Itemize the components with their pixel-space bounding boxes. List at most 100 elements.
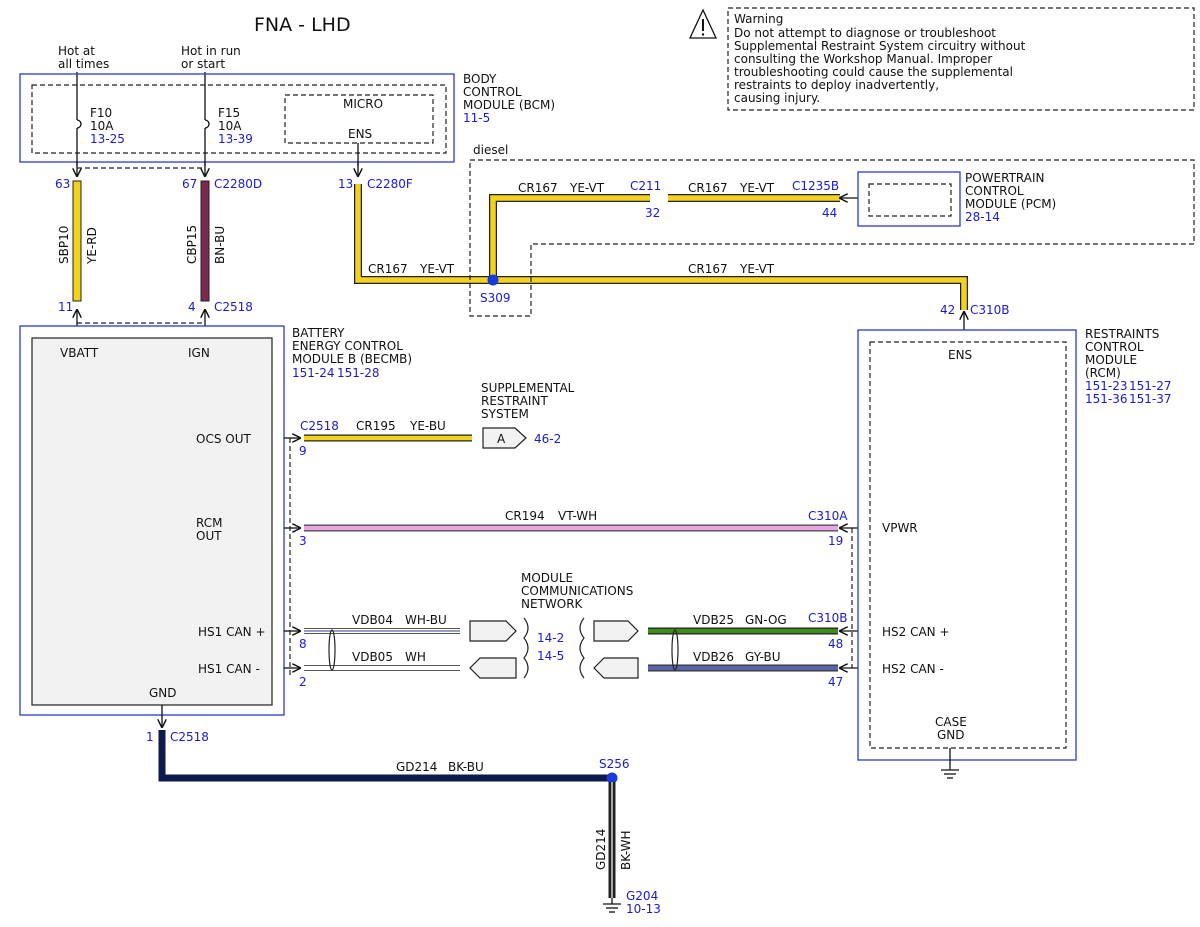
pin-label: OUT	[196, 529, 222, 543]
wire-circuit: SBP10	[57, 226, 71, 264]
wire-circuit: CR167	[688, 181, 728, 195]
bcm-name: BODY	[463, 72, 497, 86]
pcm-ref-link[interactable]: 28-14	[965, 210, 1000, 224]
case-ground-icon	[941, 748, 959, 779]
ground-ref-link[interactable]: 10-13	[626, 902, 661, 916]
wire-circuit: GD214	[594, 829, 608, 870]
pcm-name: MODULE (PCM)	[965, 197, 1056, 211]
pcm-name: POWERTRAIN	[965, 171, 1045, 185]
mcn-ref-link[interactable]: 14-5	[537, 649, 564, 663]
fuse-ref-link[interactable]: 13-25	[90, 132, 125, 146]
pin-number: 67	[182, 177, 197, 191]
network-connector-symbol	[593, 620, 639, 642]
pin-number: 44	[822, 206, 837, 220]
warning-icon	[688, 8, 718, 39]
wire-color: BK-BU	[448, 760, 484, 774]
ground-name: G204	[626, 889, 658, 903]
warning-heading: Warning	[734, 12, 783, 26]
pin-label: GND	[149, 686, 177, 700]
pin-number: 19	[828, 534, 843, 548]
pin-label: HS2 CAN +	[882, 625, 950, 639]
wire-circuit: GD214	[396, 760, 437, 774]
hot-in-run-label: Hot in run	[181, 44, 241, 58]
mcn-name: COMMUNICATIONS	[521, 584, 633, 598]
wire-cr167: CR167 YE-VT CR167 YE-VT CR167 YE-VT CR16…	[354, 181, 968, 310]
rcm-ref-link[interactable]: 151-36	[1085, 392, 1128, 406]
becmb-name: BATTERY	[292, 326, 345, 340]
bcm-ens-label: ENS	[348, 127, 372, 141]
fuse-amps: 10A	[218, 119, 242, 133]
wire-color: YE-VT	[419, 262, 455, 276]
connector-c2280f: C2280F	[367, 177, 413, 191]
pcm-name: CONTROL	[965, 184, 1024, 198]
warning-line: Supplemental Restraint System circuitry …	[734, 39, 1026, 53]
wire-color: GN-OG	[745, 613, 787, 627]
warning-line: Do not attempt to diagnose or troublesho…	[734, 26, 996, 40]
connector-c1235b: C1235B	[792, 179, 839, 193]
mcn-name: NETWORK	[521, 597, 584, 611]
pin-number: 13	[338, 177, 353, 191]
diagram-title: FNA - LHD	[254, 14, 351, 36]
wire-circuit: VDB04	[352, 613, 393, 627]
hot-at-all-times-label: Hot at	[58, 44, 95, 58]
rcm-name: RESTRAINTS	[1085, 327, 1159, 341]
wire-cr194: CR194 VT-WH	[304, 509, 838, 532]
wire-color: VT-WH	[558, 509, 597, 523]
warning-line: consulting the Workshop Manual. Improper	[734, 52, 992, 66]
powertrain-control-module: POWERTRAIN CONTROL MODULE (PCM) 28-14	[857, 171, 1056, 227]
rcm-ref-link[interactable]: 151-37	[1129, 392, 1172, 406]
wire-vdb26: VDB26 GY-BU	[648, 650, 838, 672]
connector-c310b: C310B	[808, 611, 848, 625]
pin-label: IGN	[188, 346, 210, 360]
srs-name: RESTRAINT	[481, 394, 548, 408]
splice-s309	[487, 274, 499, 286]
fuse-icon	[76, 119, 82, 129]
becmb-ref-link[interactable]: 151-24	[292, 366, 335, 380]
rcm-name: CONTROL	[1085, 340, 1144, 354]
wire-color: BK-WH	[619, 830, 633, 870]
wire-color: WH-BU	[405, 613, 447, 627]
connector-c2280d: C2280D	[214, 177, 262, 191]
pin-label: RCM	[196, 516, 222, 530]
rcm-ref-link[interactable]: 151-23	[1085, 379, 1128, 393]
bcm-name: CONTROL	[463, 85, 522, 99]
connector-c2518: C2518	[300, 419, 339, 433]
wire-color: YE-RD	[85, 227, 99, 265]
network-connector-symbol	[469, 657, 517, 679]
wire-circuit: VDB25	[693, 613, 734, 627]
wire-cbp15: CBP15 BN-BU	[185, 180, 227, 302]
srs-ref-link[interactable]: 46-2	[534, 432, 561, 446]
wire-color: BN-BU	[213, 226, 227, 264]
connector-c2518: C2518	[170, 730, 209, 744]
fuse-amps: 10A	[90, 119, 114, 133]
twisted-pair-icon	[328, 629, 336, 671]
rcm-name: MODULE	[1085, 353, 1137, 367]
wire-gd214: GD214 BK-BU	[158, 730, 612, 782]
connector-c310a: C310A	[808, 509, 848, 523]
wire-color: YE-VT	[739, 262, 775, 276]
splice-label: S256	[599, 757, 630, 771]
srs-connector-symbol	[482, 427, 527, 449]
wire-vdb04: VDB04 WH-BU	[304, 613, 460, 634]
wire-circuit: CBP15	[185, 225, 199, 264]
fuse-name: F15	[218, 106, 240, 120]
wire-vdb05: VDB05 WH	[304, 650, 460, 671]
splice-label: S309	[480, 291, 511, 305]
network-connector-symbol	[593, 657, 639, 679]
warning-line: restraints to deploy inadvertently,	[734, 78, 939, 92]
battery-energy-control-module-b: VBATT IGN OCS OUT RCM OUT HS1 CAN + HS1 …	[19, 325, 412, 716]
wire-circuit: CR167	[368, 262, 408, 276]
pin-number: 11	[58, 300, 73, 314]
network-break-icon	[579, 617, 585, 679]
rcm-ref-link[interactable]: 151-27	[1129, 379, 1172, 393]
srs-name: SYSTEM	[481, 407, 529, 421]
rcm-name: (RCM)	[1085, 366, 1121, 380]
fuse-ref-link[interactable]: 13-39	[218, 132, 253, 146]
warning-line: troubleshooting could cause the suppleme…	[734, 65, 1013, 79]
mcn-ref-link[interactable]: 14-2	[537, 631, 564, 645]
pin-number: 8	[299, 637, 307, 651]
bcm-ref-link[interactable]: 11-5	[463, 111, 490, 125]
becmb-ref-link[interactable]: 151-28	[337, 366, 380, 380]
bcm-micro-label: MICRO	[343, 97, 383, 111]
